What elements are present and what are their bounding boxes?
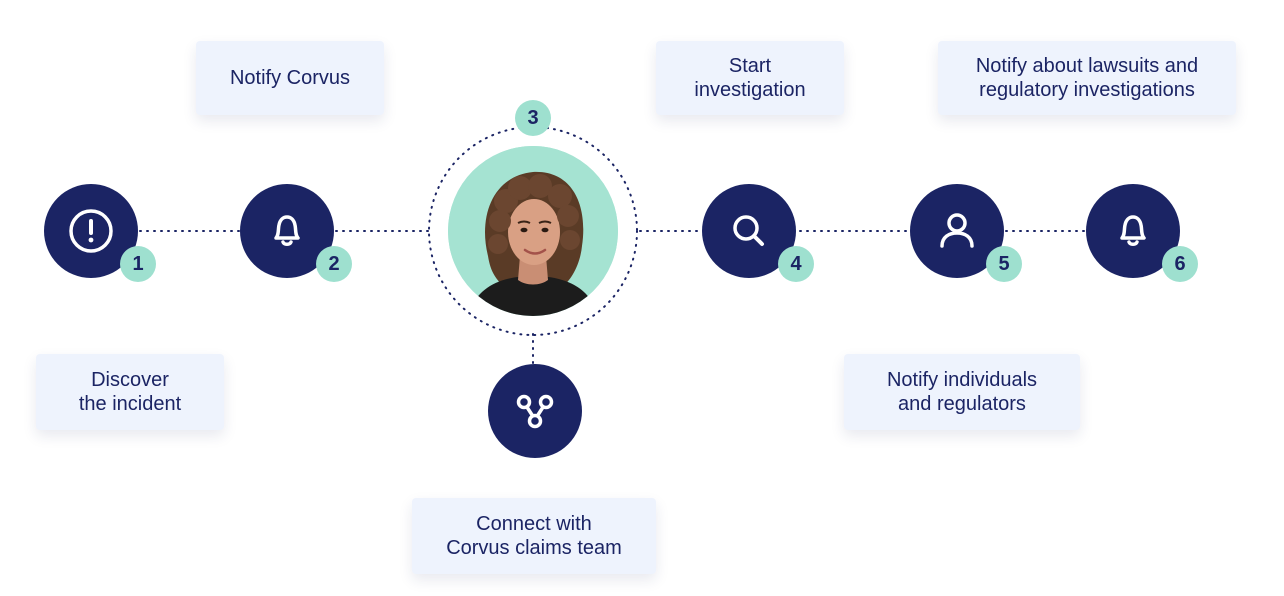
share-nodes-icon [516, 394, 554, 429]
user-icon [940, 213, 974, 248]
label-notify-corvus: Notify Corvus [196, 41, 384, 115]
step-1-badge: 1 [120, 246, 156, 282]
label-notify-lawsuits: Notify about lawsuits and regulatory inv… [938, 41, 1236, 115]
step-4-badge: 4 [778, 246, 814, 282]
alert-circle-icon [69, 209, 113, 253]
step-6-notify-lawsuits: 6 [1086, 184, 1198, 282]
step-2-notify-corvus: 2 [240, 184, 352, 282]
step-4-investigation: 4 [702, 184, 814, 282]
label-discover-incident: Discover the incident [36, 354, 224, 430]
label-notify-individuals: Notify individuals and regulators [844, 354, 1080, 430]
label-connect-claims-team: Connect with Corvus claims team [412, 498, 656, 574]
person-photo [448, 146, 618, 316]
step-5-badge: 5 [986, 246, 1022, 282]
step-2-badge: 2 [316, 246, 352, 282]
search-icon [733, 215, 764, 246]
label-start-investigation: Start investigation [656, 41, 844, 115]
step-3-avatar [448, 146, 618, 316]
step-3-badge: 3 [515, 100, 551, 136]
bell-icon [1120, 215, 1146, 246]
step-5-notify-individuals: 5 [910, 184, 1022, 282]
bell-icon [274, 215, 300, 246]
branch-connect-node [488, 364, 582, 458]
step-6-badge: 6 [1162, 246, 1198, 282]
step-1-discover: 1 [44, 184, 156, 282]
